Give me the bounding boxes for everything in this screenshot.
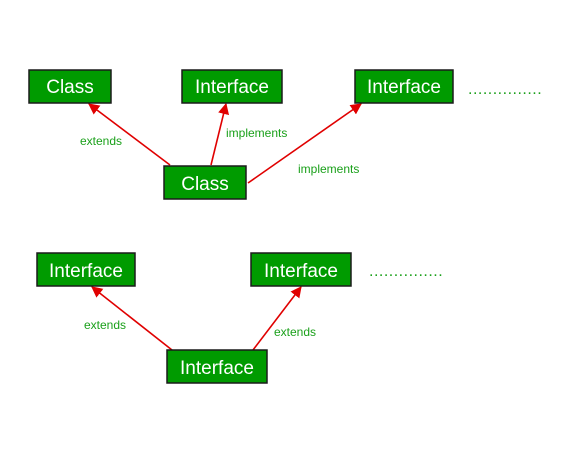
node-label: Interface — [49, 261, 123, 282]
edge-implements-line — [210, 102, 230, 166]
edge-label-implements: implements — [298, 162, 359, 176]
node-interface: Interface — [166, 349, 268, 384]
diagram-interface-inheritance: extends extends Interface Interface Inte… — [36, 252, 443, 384]
edge-label-extends: extends — [84, 318, 126, 332]
edge-label-implements: implements — [226, 126, 287, 140]
node-label: Interface — [367, 77, 441, 98]
diagram-class-inheritance: extends implements implements Class Inte… — [28, 69, 542, 200]
node-label: Interface — [195, 77, 269, 98]
node-interface: Interface — [354, 69, 454, 104]
continuation-dots: ............... — [369, 263, 443, 280]
node-interface: Interface — [36, 252, 136, 287]
node-label: Class — [181, 174, 229, 195]
node-label: Class — [46, 77, 94, 98]
node-label: Interface — [264, 261, 338, 282]
edge-label-extends: extends — [80, 134, 122, 148]
edge-label-extends: extends — [274, 325, 316, 339]
edge-extends-line — [88, 103, 171, 166]
edge-extends-line — [252, 286, 302, 351]
node-interface: Interface — [250, 252, 352, 287]
continuation-dots: ............... — [468, 81, 542, 98]
edge-extends-line — [91, 286, 173, 351]
node-interface: Interface — [181, 69, 283, 104]
node-class: Class — [28, 69, 112, 104]
node-label: Interface — [180, 358, 254, 379]
node-class: Class — [163, 165, 247, 200]
edge-implements-line — [247, 103, 362, 184]
